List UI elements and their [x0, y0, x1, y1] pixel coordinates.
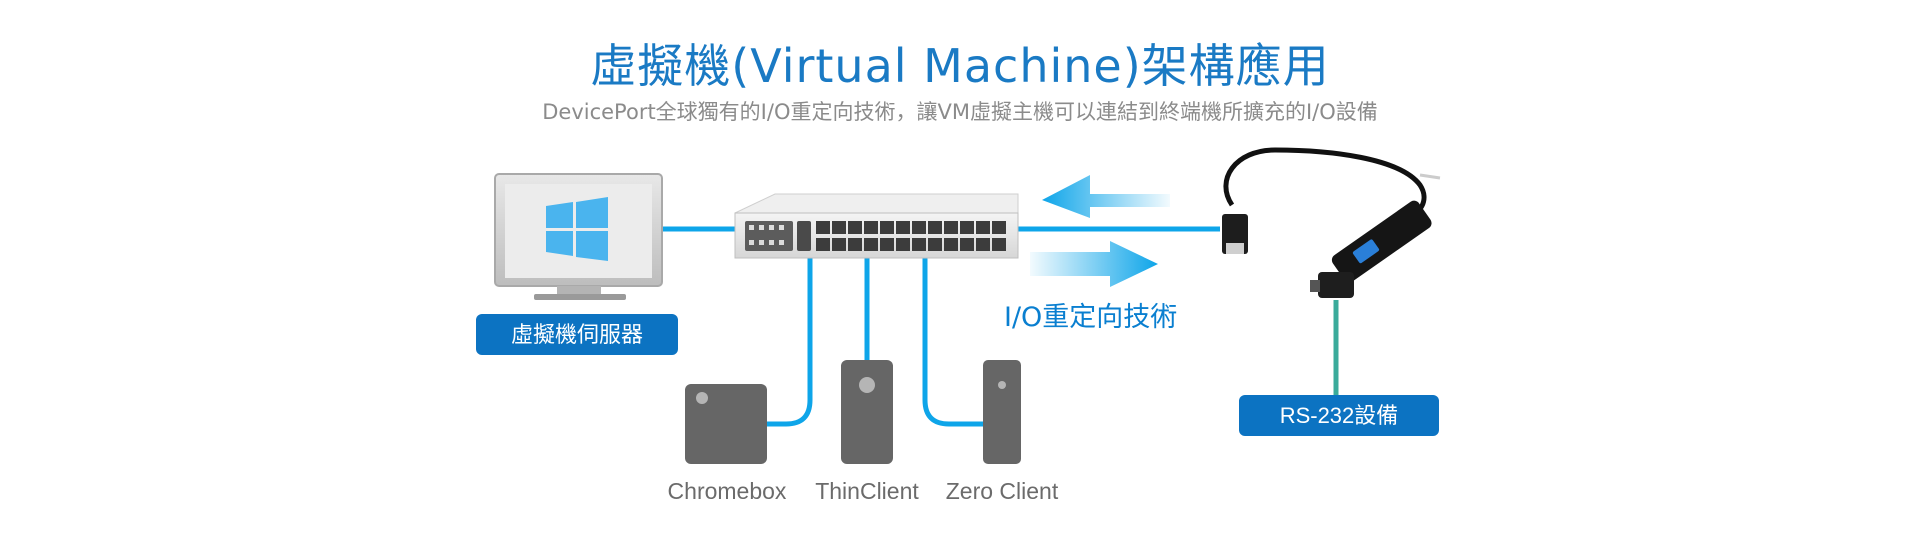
vm-server-badge: 虛擬機伺服器: [476, 314, 678, 355]
page-title: 虛擬機(Virtual Machine)架構應用: [590, 39, 1330, 93]
zeroclient-device-icon: [983, 360, 1021, 464]
monitor-windows-icon: [494, 173, 663, 300]
arrow-right-icon: [1030, 241, 1158, 287]
zeroclient-label: Zero Client: [945, 478, 1059, 504]
rs232-ethernet-adapter-icon: [1222, 147, 1441, 298]
switch-to-zeroclient-line: [922, 254, 985, 427]
rs232-device-badge: RS-232設備: [1239, 395, 1439, 436]
page-subtitle: DevicePort全球獨有的I/O重定向技術，讓VM虛擬主機可以連結到終端機所…: [542, 100, 1378, 124]
arrow-left-icon: [1042, 175, 1170, 218]
network-lines: [660, 226, 1220, 427]
chromebox-device-icon: [685, 384, 767, 464]
io-redirect-label: I/O重定向技術: [1004, 302, 1178, 333]
chromebox-label: Chromebox: [667, 478, 787, 504]
network-switch-icon: [734, 193, 1019, 259]
thinclient-device-icon: [841, 360, 893, 464]
switch-to-chromebox-line: [765, 254, 813, 427]
thinclient-label: ThinClient: [815, 478, 919, 504]
